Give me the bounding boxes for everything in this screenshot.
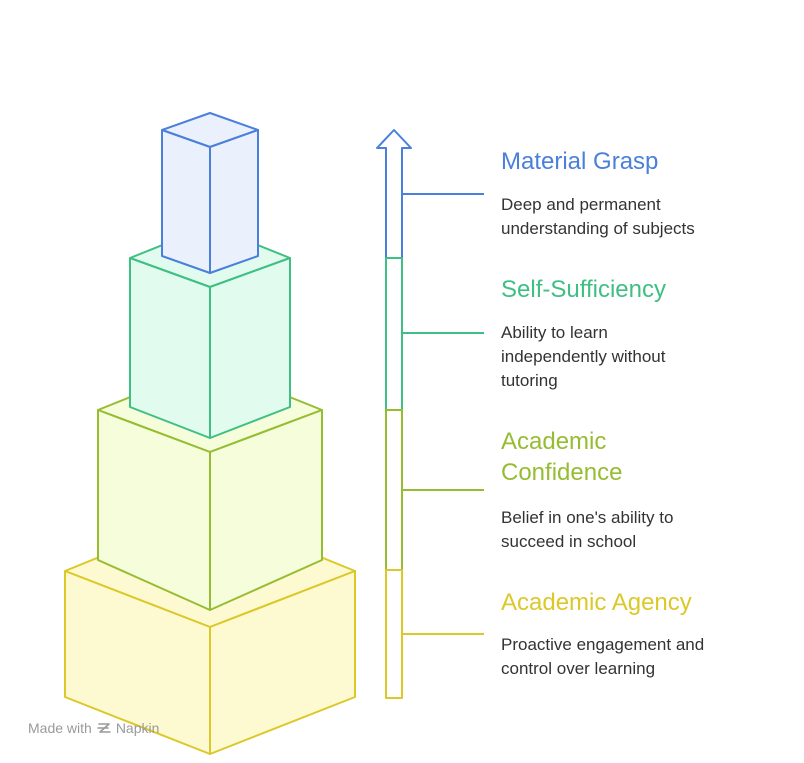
made-with-napkin-watermark: Made with Napkin xyxy=(28,720,159,736)
napkin-logo-icon xyxy=(97,723,111,733)
level-title-academic-agency: Academic Agency xyxy=(501,589,692,616)
level-description-material-grasp: Deep and permanent understanding of subj… xyxy=(501,195,695,238)
block-academic-confidence-right xyxy=(209,409,323,611)
level-title-self-sufficiency: Self-Sufficiency xyxy=(501,276,666,303)
level-title-academic-confidence: Academic Confidence xyxy=(501,428,623,486)
block-academic-agency xyxy=(64,511,356,755)
watermark-made-with: Made with xyxy=(28,720,92,736)
level-description-self-sufficiency: Ability to learn independently without t… xyxy=(501,323,666,390)
block-material-grasp-right xyxy=(209,129,259,274)
block-material-grasp xyxy=(161,112,259,274)
block-self-sufficiency-right xyxy=(209,257,291,439)
progress-segment-self-sufficiency xyxy=(385,257,403,411)
progress-segment-academic-agency xyxy=(385,569,403,699)
level-description-academic-confidence: Belief in one's ability to succeed in sc… xyxy=(501,508,674,551)
block-academic-confidence xyxy=(97,364,323,611)
block-self-sufficiency-left xyxy=(129,257,211,439)
level-title-material-grasp: Material Grasp xyxy=(501,148,659,175)
level-description-academic-agency: Proactive engagement and control over le… xyxy=(501,635,705,678)
progress-arrow xyxy=(376,129,412,699)
watermark-brand: Napkin xyxy=(115,720,160,736)
block-academic-agency-right xyxy=(209,570,356,755)
progress-arrow-head xyxy=(376,129,412,259)
progress-segment-academic-confidence xyxy=(385,409,403,571)
block-material-grasp-left xyxy=(161,129,211,274)
